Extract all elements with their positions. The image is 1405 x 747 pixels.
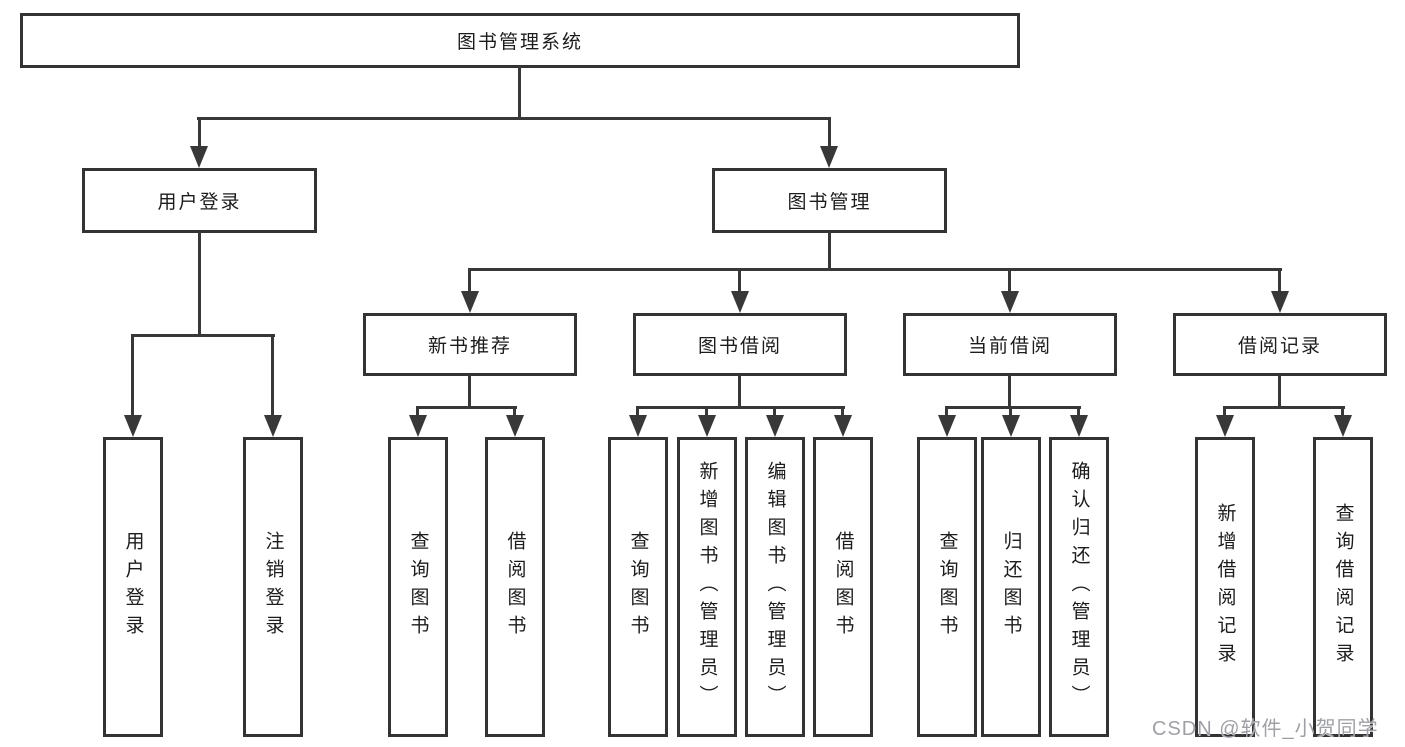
arrow-to-leaf — [938, 415, 956, 437]
node-user-login: 用户登录 — [82, 168, 317, 233]
connector-user-login-rail — [131, 334, 275, 337]
arrow-to-user-login — [190, 146, 208, 168]
csdn-watermark: CSDN @软件_小贺同学 — [1152, 718, 1379, 740]
node-label: 查询图书 — [627, 531, 649, 643]
connector-login-leaf-shaft — [131, 336, 134, 416]
node-label: 注销登录 — [262, 531, 284, 643]
node-label: 查询图书 — [407, 531, 429, 643]
node-label: 当前借阅 — [967, 336, 1052, 357]
node-label: 借阅记录 — [1237, 336, 1322, 357]
node-query-books-borrowing: 查询图书 — [608, 437, 668, 737]
arrow-to-leaf — [506, 415, 524, 437]
connector-leaf-shaft — [1341, 408, 1344, 418]
connector-level2-rail — [197, 117, 831, 120]
node-logout: 注销登录 — [243, 437, 303, 737]
connector-borrow-records-shaft — [1278, 270, 1281, 293]
arrow-to-book-mgmt — [820, 146, 838, 168]
node-add-book-admin: 新增图书（管理员） — [677, 437, 737, 737]
connector-borrow-records-rail — [1223, 406, 1345, 409]
connector-logout-leaf-shaft — [271, 336, 274, 416]
connector-root-stub — [518, 66, 521, 118]
arrow-to-leaf — [409, 415, 427, 437]
arrow-to-book-borrow — [731, 291, 749, 313]
node-new-book-recommend: 新书推荐 — [363, 313, 577, 376]
connector-book-borrow-shaft — [738, 270, 741, 293]
connector-user-login-shaft — [198, 119, 201, 148]
arrow-to-leaf — [1002, 415, 1020, 437]
node-label: 新书推荐 — [427, 336, 512, 357]
node-label: 新增借阅记录 — [1214, 503, 1236, 671]
connector-book-mgmt-stub — [828, 232, 831, 270]
connector-book-borrow-stub — [738, 375, 741, 408]
node-label: 编辑图书（管理员） — [764, 461, 786, 713]
connector-book-borrow-rail — [636, 406, 845, 409]
node-user-login-leaf: 用户登录 — [103, 437, 163, 737]
connector-leaf-shaft — [1009, 408, 1012, 418]
connector-book-mgmt-shaft — [828, 119, 831, 148]
node-confirm-return-admin: 确认归还（管理员） — [1049, 437, 1109, 737]
arrow-to-borrow-records — [1271, 291, 1289, 313]
node-label: 新增图书（管理员） — [696, 461, 718, 713]
connector-leaf-shaft — [945, 408, 948, 418]
node-borrowing-records: 借阅记录 — [1173, 313, 1387, 376]
node-label: 用户登录 — [157, 192, 242, 213]
connector-leaf-shaft — [1077, 408, 1080, 418]
connector-current-borrow-shaft — [1008, 270, 1011, 293]
node-label: 图书管理 — [787, 192, 872, 213]
connector-current-borrow-rail — [945, 406, 1081, 409]
node-label: 图书管理系统 — [456, 32, 583, 53]
node-return-book: 归还图书 — [981, 437, 1041, 737]
node-label: 用户登录 — [122, 531, 144, 643]
arrow-to-leaf — [629, 415, 647, 437]
connector-leaf-shaft — [513, 408, 516, 418]
connector-new-books-rail — [416, 406, 517, 409]
connector-leaf-shaft — [705, 408, 708, 418]
arrow-to-new-books — [461, 291, 479, 313]
connector-leaf-shaft — [773, 408, 776, 418]
node-query-borrow-record: 查询借阅记录 — [1313, 437, 1373, 737]
connector-leaf-shaft — [841, 408, 844, 418]
node-borrow-books-borrowing: 借阅图书 — [813, 437, 873, 737]
node-book-management: 图书管理 — [712, 168, 947, 233]
connector-new-books-shaft — [468, 270, 471, 293]
node-label: 确认归还（管理员） — [1068, 461, 1090, 713]
connector-level3-rail — [468, 268, 1282, 271]
node-query-books-current: 查询图书 — [917, 437, 977, 737]
arrow-to-current-borrow — [1001, 291, 1019, 313]
node-label: 借阅图书 — [832, 531, 854, 643]
arrow-to-logout-leaf — [264, 415, 282, 437]
node-label: 查询图书 — [936, 531, 958, 643]
arrow-to-leaf — [1070, 415, 1088, 437]
arrow-to-leaf — [766, 415, 784, 437]
node-current-borrowing: 当前借阅 — [903, 313, 1117, 376]
node-query-books-recommend: 查询图书 — [388, 437, 448, 737]
arrow-to-leaf — [834, 415, 852, 437]
node-label: 归还图书 — [1000, 531, 1022, 643]
arrow-to-leaf — [1334, 415, 1352, 437]
node-label: 借阅图书 — [504, 531, 526, 643]
node-label: 图书借阅 — [697, 336, 782, 357]
connector-borrow-records-stub — [1278, 375, 1281, 408]
connector-leaf-shaft — [1223, 408, 1226, 418]
node-book-borrowing: 图书借阅 — [633, 313, 847, 376]
connector-leaf-shaft — [416, 408, 419, 418]
connector-current-borrow-stub — [1008, 375, 1011, 408]
arrow-to-leaf — [698, 415, 716, 437]
arrow-to-login-leaf — [124, 415, 142, 437]
arrow-to-leaf — [1216, 415, 1234, 437]
connector-user-login-stub — [198, 232, 201, 336]
node-label: 查询借阅记录 — [1332, 503, 1354, 671]
node-edit-book-admin: 编辑图书（管理员） — [745, 437, 805, 737]
connector-leaf-shaft — [636, 408, 639, 418]
node-add-borrow-record: 新增借阅记录 — [1195, 437, 1255, 737]
node-library-management-system: 图书管理系统 — [20, 13, 1020, 68]
connector-new-books-stub — [468, 375, 471, 408]
node-borrow-books-recommend: 借阅图书 — [485, 437, 545, 737]
